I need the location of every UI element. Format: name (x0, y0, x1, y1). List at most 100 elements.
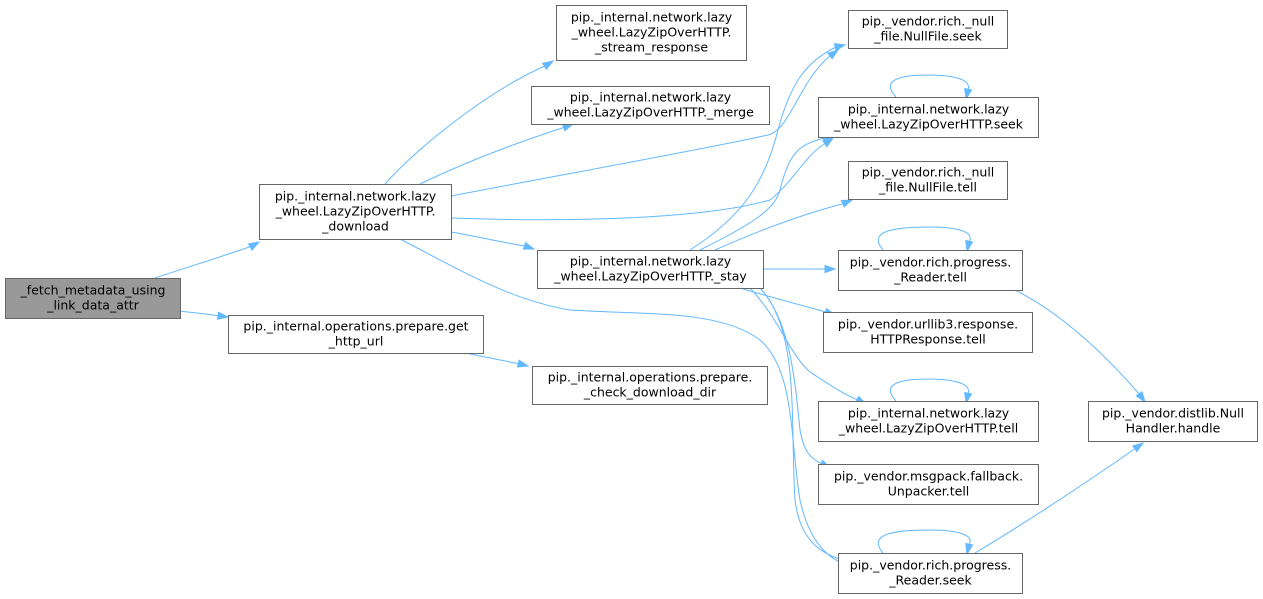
edge-line (877, 226, 971, 251)
node-box (823, 312, 1033, 353)
node-label-line: _http_url (328, 334, 384, 349)
edge-arrowhead (964, 391, 973, 405)
edge-line (749, 287, 859, 401)
node-label-line: _wheel.LazyZipOverHTTP. (275, 204, 436, 219)
edge-reader_seek-to-reader_seek (877, 529, 974, 556)
node-label-line: HTTPResponse.tell (870, 332, 986, 347)
edge-line (974, 447, 1137, 554)
node-label-line: _download (321, 219, 389, 234)
edge-arrowhead (827, 49, 840, 60)
node-label-line: pip._vendor.rich._null (862, 14, 995, 29)
edge-arrowhead (516, 359, 530, 368)
edge-arrowhead (833, 43, 847, 52)
edge-line (877, 529, 971, 554)
edge-arrowhead (247, 241, 261, 251)
node-reader-tell[interactable]: pip._vendor.rich.progress._Reader.tell (838, 250, 1023, 291)
node-label-line: _Reader.seek (888, 573, 972, 588)
node-fetch-meta[interactable]: _fetch_metadata_using_link_data_attr (5, 278, 181, 319)
node-label-line: _wheel.LazyZipOverHTTP.tell (838, 421, 1018, 436)
node-box (556, 5, 747, 61)
node-box (531, 86, 770, 125)
edge-arrowhead (541, 60, 555, 71)
node-label-line: Unpacker.tell (888, 484, 970, 499)
node-label-line: pip._internal.network.lazy (570, 90, 732, 105)
node-unpacker-tell[interactable]: pip._vendor.msgpack.fallback.Unpacker.te… (818, 464, 1039, 505)
edge-line (689, 46, 837, 251)
edge-stay-to-nullfile_seek (689, 43, 847, 251)
edge-reader_tell-to-reader_tell (877, 226, 974, 253)
edge-arrowhead (561, 123, 575, 132)
edge-download-to-stay (450, 231, 536, 250)
node-box (228, 315, 484, 354)
node-box (848, 161, 1008, 200)
node-reader-seek[interactable]: pip._vendor.rich.progress._Reader.seek (838, 553, 1023, 594)
node-box (818, 401, 1039, 442)
edge-line (739, 287, 827, 313)
node-label-line: pip._internal.network.lazy (571, 10, 733, 25)
edge-line (450, 55, 831, 197)
edge-line (419, 126, 566, 185)
node-urllib3-tell[interactable]: pip._vendor.urllib3.response.HTTPRespons… (823, 312, 1033, 353)
node-box (818, 464, 1039, 505)
node-label-line: _stream_response (594, 40, 708, 55)
edge-arrowhead (965, 239, 974, 253)
nodes-layer: _fetch_metadata_using_link_data_attr pip.… (5, 5, 1258, 594)
node-label-line: pip._internal.operations.prepare. (548, 370, 753, 385)
node-lazy-tell[interactable]: pip._internal.network.lazy_wheel.LazyZip… (818, 401, 1039, 442)
node-box (1088, 401, 1258, 442)
node-box (537, 250, 764, 289)
node-nullfile-tell[interactable]: pip._vendor.rich._null_file.NullFile.tel… (848, 161, 1008, 200)
edge-download-to-lazy_seek (450, 137, 835, 221)
edge-line (464, 352, 521, 365)
edge-line (889, 74, 970, 98)
edge-arrowhead (824, 264, 837, 274)
node-label-line: _file.NullFile.tell (878, 180, 977, 195)
edges-layer (154, 43, 1146, 571)
edge-download-to-nullfile_seek (450, 49, 840, 197)
edge-line (450, 231, 526, 247)
node-box (838, 250, 1023, 291)
node-nullfile-seek[interactable]: pip._vendor.rich._null_file.NullFile.see… (848, 10, 1008, 49)
edge-stay-to-lazy_seek (699, 134, 835, 251)
node-label-line: pip._vendor.urllib3.response. (838, 317, 1018, 332)
node-label-line: _link_data_attr (46, 298, 139, 313)
edge-line (384, 65, 546, 185)
node-label-line: pip._internal.operations.prepare.get (243, 319, 468, 334)
edge-arrowhead (965, 542, 974, 556)
edge-arrowhead (217, 311, 230, 320)
node-label-line: pip._vendor.msgpack.fallback. (834, 469, 1023, 484)
node-merge[interactable]: pip._internal.network.lazy_wheel.LazyZip… (531, 86, 770, 125)
edge-line (399, 238, 851, 567)
edge-line (450, 142, 827, 221)
node-box (5, 278, 181, 319)
edge-line (154, 245, 253, 279)
node-label-line: pip._vendor.rich.progress. (850, 558, 1011, 573)
node-box (848, 10, 1008, 49)
edge-arrowhead (1132, 442, 1145, 453)
node-label-line: _wheel.LazyZipOverHTTP._stay (553, 269, 747, 284)
node-label-line: pip._internal.network.lazy (275, 189, 437, 204)
edge-lazy_seek-to-lazy_seek (889, 74, 973, 101)
node-label-line: Handler.handle (1126, 421, 1221, 436)
node-box (838, 553, 1023, 594)
node-stream-response[interactable]: pip._internal.network.lazy_wheel.LazyZip… (556, 5, 747, 61)
node-get-http-url[interactable]: pip._internal.operations.prepare.get_htt… (228, 315, 484, 354)
edge-reader_tell-to-null_handler (1014, 289, 1146, 404)
node-label-line: pip._vendor.rich._null (862, 165, 995, 180)
node-box (259, 184, 452, 240)
edge-fetch_meta-to-download (154, 241, 261, 279)
node-label-line: pip._internal.network.lazy (570, 254, 732, 269)
edge-arrowhead (840, 199, 854, 208)
node-label-line: _wheel.LazyZipOverHTTP.seek (833, 117, 1024, 132)
edge-line (889, 378, 970, 402)
node-check-download-dir[interactable]: pip._internal.operations.prepare._check_… (532, 366, 768, 405)
node-download[interactable]: pip._internal.network.lazy_wheel.LazyZip… (259, 184, 452, 240)
node-label-line: _wheel.LazyZipOverHTTP. (571, 25, 732, 40)
node-stay[interactable]: pip._internal.network.lazy_wheel.LazyZip… (537, 250, 764, 289)
node-label-line: pip._internal.network.lazy (848, 406, 1010, 421)
node-lazy-seek[interactable]: pip._internal.network.lazy_wheel.LazyZip… (818, 97, 1039, 138)
edge-fetch_meta-to-get_http_url (179, 310, 230, 320)
node-box (532, 366, 768, 405)
